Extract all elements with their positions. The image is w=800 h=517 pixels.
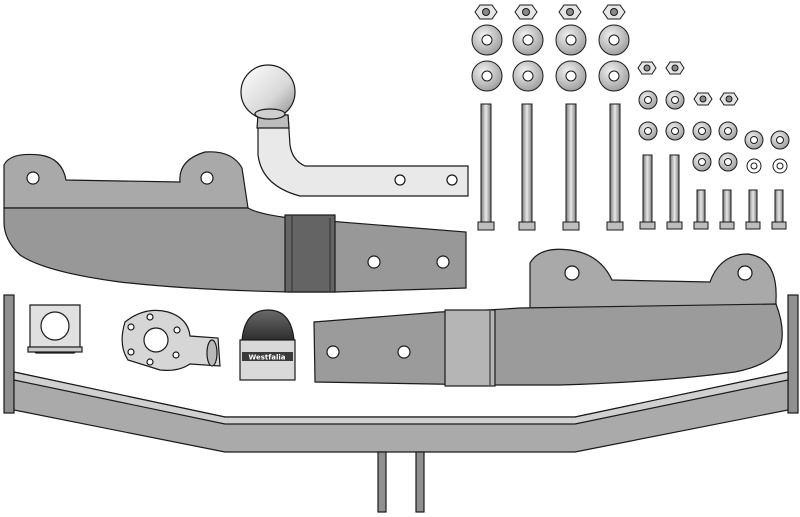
nut-icon <box>637 61 657 75</box>
long-bolt <box>518 103 536 231</box>
short-bolt <box>666 154 683 230</box>
washer-icon <box>471 60 503 92</box>
nut-icon <box>558 4 582 20</box>
washer-icon <box>746 158 762 174</box>
nut-icon <box>693 92 713 106</box>
washer-icon <box>744 130 764 150</box>
washer-icon <box>598 24 630 56</box>
washer-icon <box>471 24 503 56</box>
washer-icon <box>770 130 790 150</box>
nut-icon <box>514 4 538 20</box>
washer-icon <box>598 60 630 92</box>
washer-icon <box>718 121 738 141</box>
short-bolt <box>719 189 735 230</box>
large-nuts <box>474 4 626 20</box>
washer-icon <box>692 121 712 141</box>
mount-plate <box>121 309 221 371</box>
washer-icon <box>772 158 788 174</box>
socket-plate <box>27 304 83 354</box>
washer-icon <box>692 152 712 172</box>
left-bracket <box>3 151 467 293</box>
long-bolt <box>477 103 495 231</box>
tow-ball-arm <box>240 64 469 197</box>
washer-icon <box>638 90 658 110</box>
right-bracket <box>313 248 783 387</box>
crossbar <box>3 294 799 513</box>
washer-icon <box>512 60 544 92</box>
washer-icon <box>718 152 738 172</box>
washer-icon <box>512 24 544 56</box>
ball-cap: Westfalia <box>239 309 296 381</box>
nut-icon <box>602 4 626 20</box>
washer-icon <box>638 121 658 141</box>
short-bolt <box>771 189 787 230</box>
short-bolt <box>639 154 656 230</box>
short-bolt <box>693 189 709 230</box>
long-bolts <box>477 103 624 231</box>
washer-icon <box>665 121 685 141</box>
washer-icon <box>665 90 685 110</box>
washers <box>471 24 790 174</box>
long-bolt <box>606 103 624 231</box>
nut-icon <box>474 4 498 20</box>
short-bolt <box>745 189 761 230</box>
small-nuts <box>637 61 739 106</box>
washer-icon <box>555 24 587 56</box>
short-bolts <box>639 154 787 230</box>
washer-icon <box>555 60 587 92</box>
ball-cap-logo: Westfalia <box>248 354 285 362</box>
long-bolt <box>562 103 580 231</box>
nut-icon <box>719 92 739 106</box>
nut-icon <box>665 61 685 75</box>
